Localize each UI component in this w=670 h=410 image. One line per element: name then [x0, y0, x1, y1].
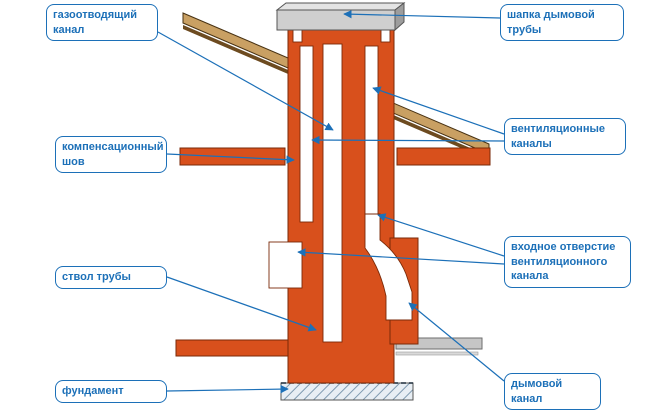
leader-foundation [166, 384, 289, 394]
cap-notch-left [292, 29, 303, 43]
slab-upper-right [396, 147, 491, 166]
vent-channel-right [364, 45, 379, 215]
label-vent-inlet: входное отверстие вентиляционного канала [504, 236, 631, 288]
label-vent-channels: вентиляционные каналы [504, 118, 626, 156]
cap-notch-right [380, 29, 391, 43]
chimney-cap-top [275, 2, 406, 11]
label-trunk: ствол трубы [55, 266, 167, 289]
label-gas-channel: газоотводящий канал [46, 4, 158, 42]
leader-vent-channels-1 [372, 86, 505, 135]
leader-gas-channel [157, 31, 334, 131]
leader-trunk [166, 276, 317, 332]
chimney-cap-side [394, 1, 405, 32]
leader-smoke-channel [408, 302, 505, 382]
leader-vent-inlet-1 [377, 213, 505, 257]
foundation-hatch [280, 382, 414, 401]
label-expansion-joint: компенсационный шов [55, 136, 167, 174]
slab-lower-right-board [395, 351, 479, 356]
leader-vent-channels-2 [311, 135, 505, 145]
leader-vent-inlet-2 [297, 248, 505, 265]
leader-cap [343, 9, 501, 19]
label-foundation: фундамент [55, 380, 167, 403]
vent-inlet-opening-left [268, 241, 303, 289]
leader-expansion-joint [166, 153, 295, 164]
chimney-cap [276, 9, 396, 31]
label-cap: шапка дымовой трубы [500, 4, 624, 42]
vent-channel-left [299, 45, 314, 223]
label-smoke-channel: дымовой канал [504, 373, 601, 410]
slab-lower-left [175, 339, 291, 357]
gas-exhaust-channel [322, 43, 343, 343]
